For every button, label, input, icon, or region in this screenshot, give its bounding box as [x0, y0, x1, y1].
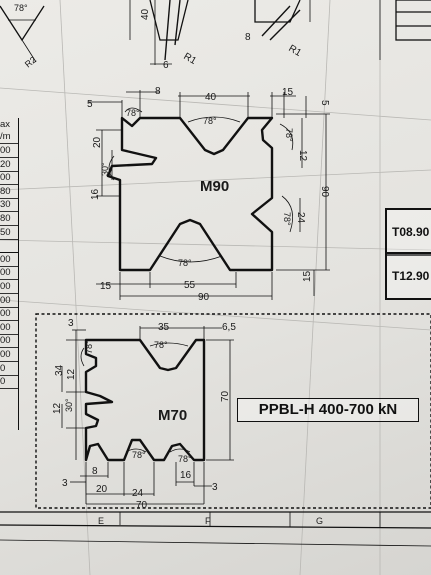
m70-angle-78-bottom-left: 78°: [132, 450, 146, 460]
m90-outline: [106, 116, 274, 272]
side-box-t12: T12.90: [385, 252, 431, 300]
m70-dim-20: 20: [96, 484, 108, 495]
m70-dim-24: 24: [132, 488, 144, 499]
top-fragment: [0, 0, 431, 65]
left-table-row: 30: [0, 198, 18, 213]
top-r1-label-right: R1: [287, 43, 304, 59]
m90-dim-16: 16: [90, 188, 101, 200]
left-table-unit: /m: [0, 130, 18, 144]
top-dim-8: 8: [245, 32, 251, 43]
left-table-row: 80: [0, 185, 18, 199]
product-label: PPBL-H 400-700 kN: [237, 398, 419, 422]
m90-dim-8: 8: [155, 86, 161, 97]
side-box-t08: T08.90: [385, 208, 431, 256]
left-table-row: 00: [0, 334, 18, 349]
m90-dim-90-right: 90: [319, 186, 330, 198]
m90-dim-20: 20: [92, 136, 103, 148]
m70-angle-78-left: 78°: [84, 340, 94, 354]
m90-angle-78-top-left: 78°: [126, 108, 140, 118]
m70-label: M70: [158, 407, 187, 424]
left-table-header: ax: [0, 119, 11, 130]
m90-dim-24: 24: [295, 212, 306, 224]
left-table-row: 00: [0, 321, 18, 335]
grid-letter-g: G: [316, 516, 324, 526]
m90-dim-5-top: 5: [87, 99, 93, 110]
m70-outline: [84, 338, 206, 462]
m90-dim-40: 40: [205, 92, 217, 103]
m70-dashed-frame: [35, 313, 431, 509]
left-table-row: 0: [0, 375, 18, 390]
grid-letter-f: F: [205, 516, 211, 526]
m70-dim-3-right: 3: [212, 482, 218, 493]
top-dim-6: 6: [163, 60, 169, 71]
m90-label: M90: [200, 178, 229, 195]
m90-die: M90 5 8 40 15 5 78° 78° 78° 12 20 30° 16…: [87, 86, 330, 303]
m70-angle-30: 30°: [64, 398, 74, 412]
top-angle-label: 78°: [14, 3, 28, 13]
m90-angle-78-right-bottom: 78°: [282, 212, 292, 226]
m70-dim-34: 34: [54, 364, 65, 376]
m90-angle-30: 30°: [100, 162, 110, 176]
m90-angle-78-bottom: 78°: [178, 258, 192, 268]
m70-dim-16: 16: [180, 470, 192, 481]
m70-dim-8: 8: [92, 466, 98, 477]
m90-dim-12: 12: [297, 150, 308, 162]
grid-letter-e: E: [98, 516, 105, 526]
m90-dimension-lines: [88, 90, 330, 300]
left-table-row: 0: [0, 362, 18, 376]
m90-dim-15-bottom-left: 15: [100, 281, 112, 292]
m70-angle-78-top: 78°: [154, 340, 168, 350]
bottom-grid-band: [0, 511, 431, 547]
left-table-row: [0, 239, 18, 254]
m70-dim-70-right: 70: [220, 390, 231, 402]
top-dim-40: 40: [140, 8, 151, 20]
left-table-row: 00: [0, 307, 18, 322]
m90-dim-15-right: 15: [302, 270, 313, 282]
m70-dim-12-lower: 12: [52, 402, 63, 414]
m70-dim-3-top: 3: [68, 318, 74, 329]
m70-die: M70 3 35 6,5 78° 78° 34 12 12 30° 70 78°…: [52, 318, 236, 511]
m90-dim-55: 55: [184, 280, 196, 291]
m70-dim-6-5: 6,5: [222, 322, 236, 333]
left-table-row: 00: [0, 171, 18, 186]
left-table-row: 20: [0, 158, 18, 172]
m90-dim-15-top: 15: [282, 87, 294, 98]
left-table-row: 00: [0, 280, 18, 294]
m70-angle-78-bottom-right: 78°: [178, 454, 192, 464]
m90-angle-78-right-top: 78°: [284, 128, 294, 142]
left-table-row: 00: [0, 294, 18, 308]
top-r1-label-left: R1: [182, 51, 199, 67]
left-table-row: 00: [0, 253, 18, 267]
m70-dim-70-bottom: 70: [136, 500, 148, 511]
left-table-row: 00: [0, 348, 18, 362]
m70-dim-12-upper: 12: [66, 368, 77, 380]
left-table-row: 80: [0, 212, 18, 226]
left-table-row: 00: [0, 144, 18, 158]
m70-dim-35: 35: [158, 322, 170, 333]
m70-dim-3-left: 3: [62, 478, 68, 489]
top-r2-label: R2: [23, 54, 38, 69]
top-right-profile: [254, 0, 301, 23]
m90-dim-5-right: 5: [319, 100, 330, 106]
m70-dimension-lines: [61, 326, 234, 505]
left-table-row: 00: [0, 266, 18, 281]
m90-dim-90-bottom: 90: [198, 292, 210, 303]
m90-angle-78-top: 78°: [203, 116, 217, 126]
left-table-row: 50: [0, 226, 18, 240]
